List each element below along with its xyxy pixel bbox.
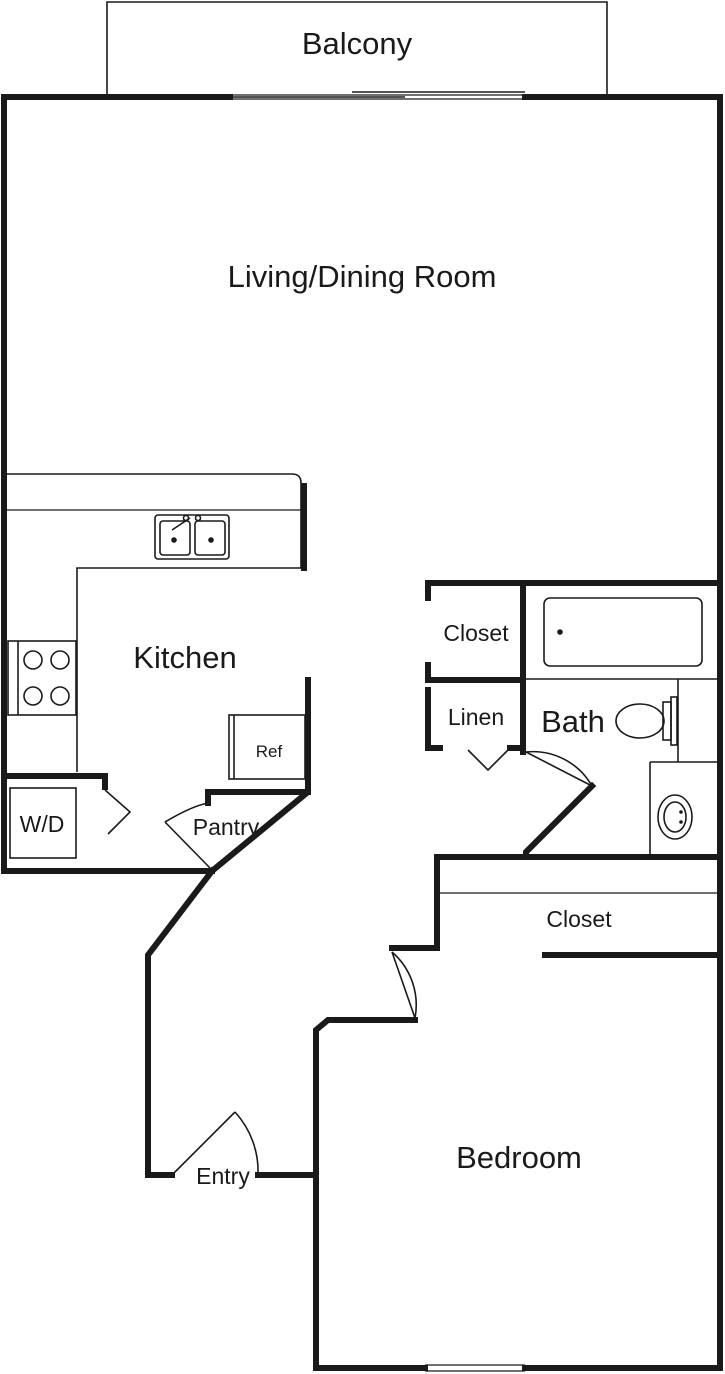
ref-label: Ref (256, 742, 283, 761)
wd-label: W/D (20, 811, 65, 837)
bedroom-label: Bedroom (456, 1140, 582, 1175)
kitchen-counter (4, 473, 307, 772)
exterior-walls (1, 94, 723, 1371)
entry-label: Entry (196, 1163, 250, 1189)
hall-closet-walls (425, 580, 723, 772)
bath-label: Bath (541, 704, 605, 739)
entry-door (171, 1111, 259, 1176)
bedroom-window (425, 1364, 525, 1372)
hall-closet-label: Closet (443, 620, 509, 646)
refrigerator-icon (228, 714, 306, 780)
sink-icon (154, 514, 230, 560)
stove-icon (7, 640, 77, 716)
living-dining-label: Living/Dining Room (228, 259, 497, 294)
balcony-sliding-door (230, 91, 525, 100)
laundry-closet (1, 773, 132, 859)
pantry (164, 789, 311, 869)
pantry-label: Pantry (193, 814, 260, 840)
bathroom (520, 597, 718, 860)
balcony-area (106, 1, 608, 95)
bedroom-door (391, 951, 418, 1019)
balcony-label: Balcony (302, 26, 413, 61)
linen-label: Linen (448, 704, 504, 730)
bedroom-closet-label: Closet (546, 906, 612, 932)
kitchen-label: Kitchen (133, 640, 236, 675)
